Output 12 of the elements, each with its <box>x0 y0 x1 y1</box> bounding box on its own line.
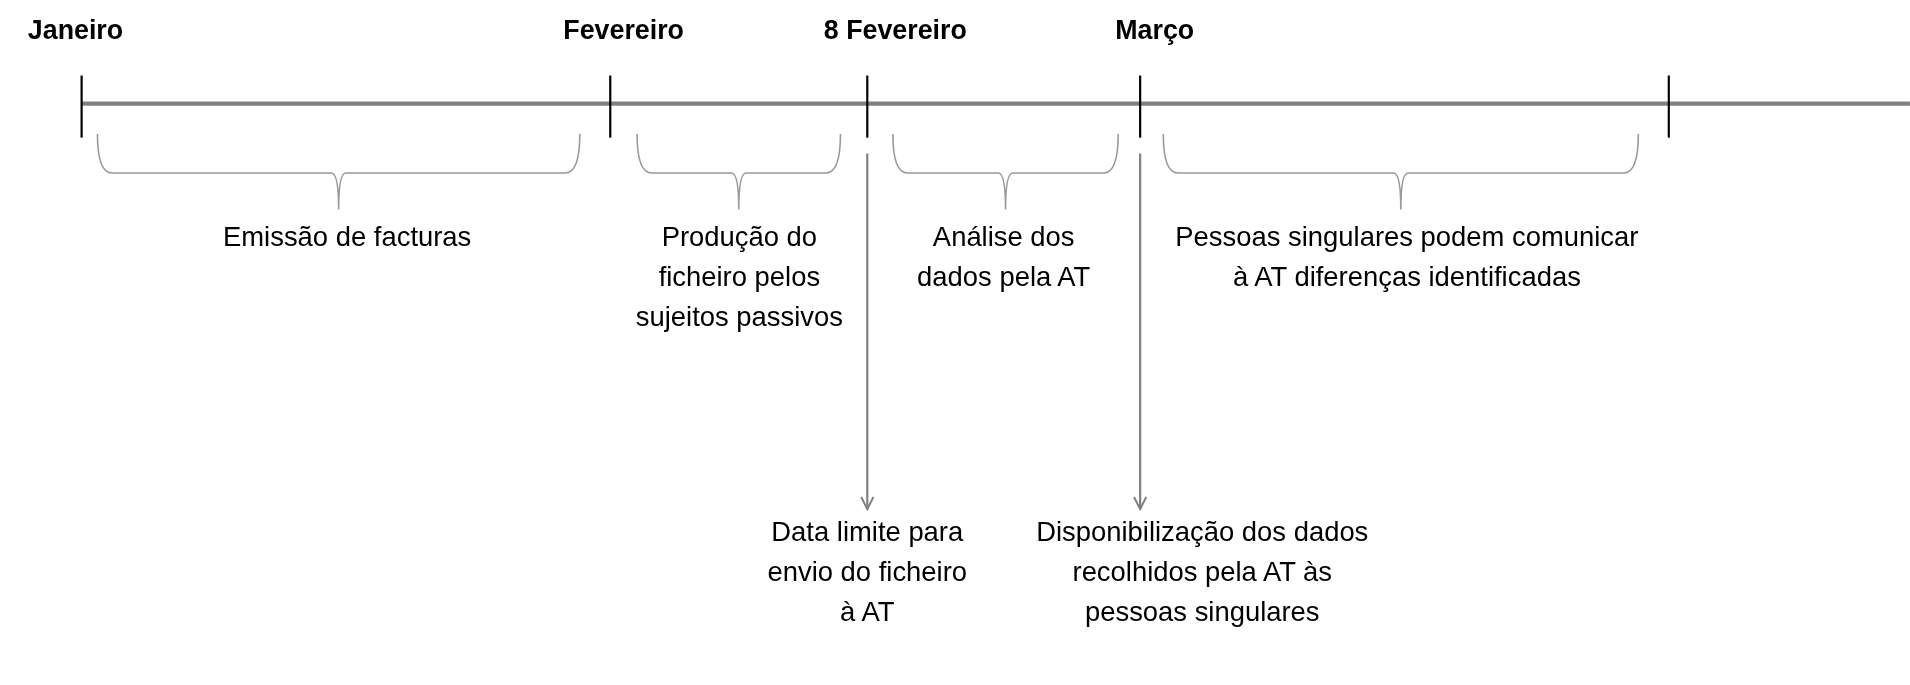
phase-label: Produção do ficheiro pelos sujeitos passivos <box>634 220 844 335</box>
phase-label: Pessoas singulares podem comunicar à AT diferenças identificadas <box>1174 220 1640 295</box>
event-label: Disponibilização dos dados recolhidos pela AT às pessoas singulares <box>1025 511 1379 633</box>
month-label: Março <box>1114 14 1196 47</box>
date-label: 8 Fevereiro <box>822 14 968 47</box>
event-label: Data limite para envio do ficheiro à AT <box>762 511 973 633</box>
month-label: Fevereiro <box>562 14 685 47</box>
month-label: Janeiro <box>26 14 125 47</box>
phase-label: Emissão de facturas <box>222 220 473 255</box>
arrow <box>860 153 875 511</box>
arrow <box>1133 153 1148 511</box>
phase-label: Análise dos dados pela AT <box>916 220 1092 295</box>
